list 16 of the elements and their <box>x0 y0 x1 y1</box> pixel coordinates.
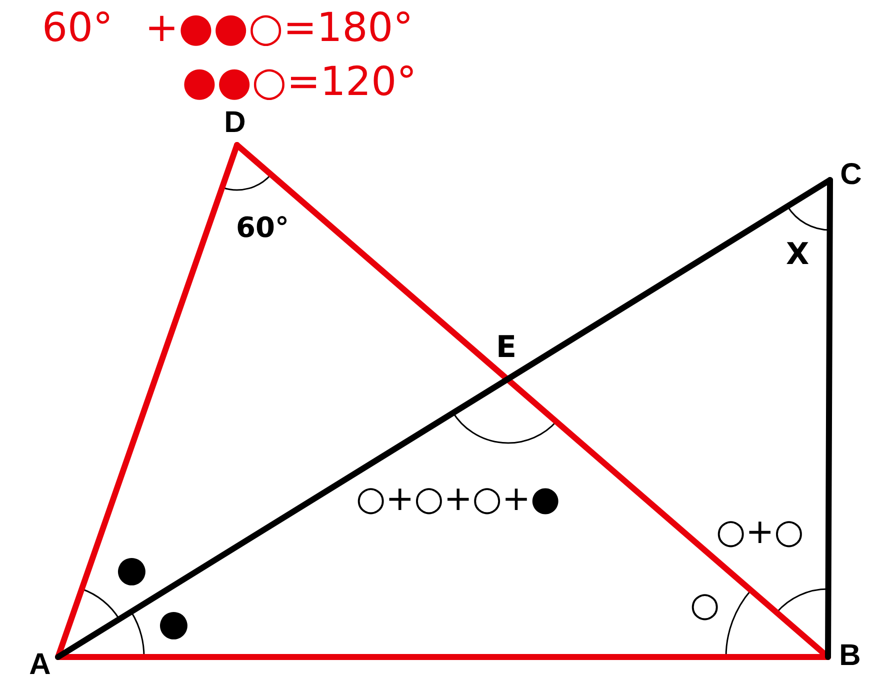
angle-mark: ● <box>158 606 190 642</box>
angle-value: 60° <box>42 8 113 48</box>
angle-label: X <box>786 240 810 270</box>
vertex-label: C <box>840 160 862 190</box>
angle-label: ○+○ <box>716 515 804 549</box>
angle-mark: ● <box>116 552 148 588</box>
vertex-label: B <box>839 641 861 671</box>
equation: ●●○=120° <box>182 62 417 102</box>
angle-label: ○+○+○+● <box>356 482 560 516</box>
vertex-label: A <box>29 650 51 680</box>
angle-mark: ○ <box>690 588 720 622</box>
point-label: E <box>496 333 516 363</box>
triangle-side <box>825 177 833 660</box>
equation: +●●○=180° <box>145 8 414 48</box>
angle-label: 60° <box>236 214 289 242</box>
vertex-label: D <box>224 108 246 138</box>
